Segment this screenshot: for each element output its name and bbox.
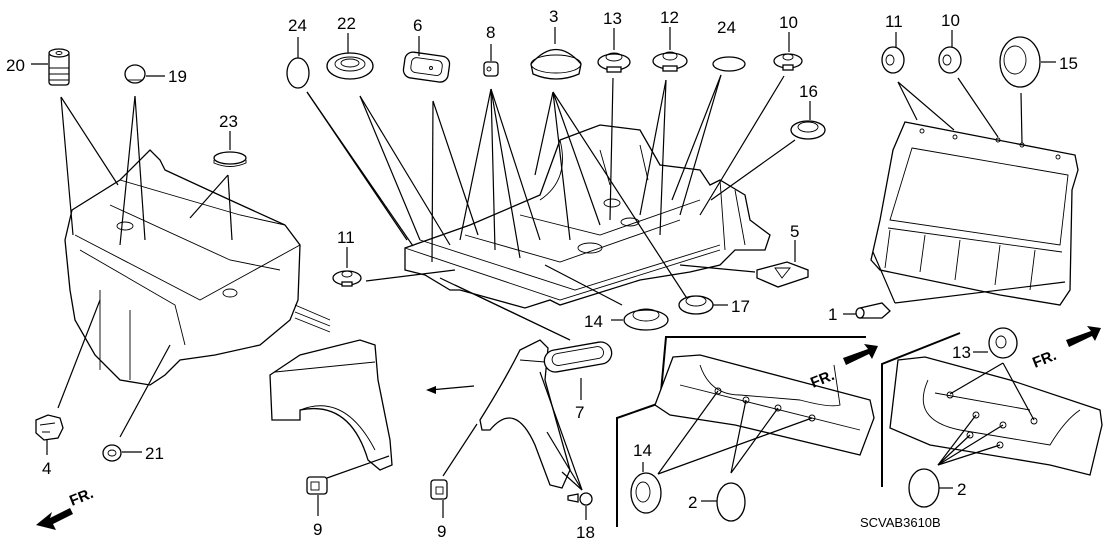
callout-12: 12	[660, 8, 679, 27]
callout-13: 13	[603, 9, 622, 28]
tailgate-frame	[870, 121, 1079, 306]
callout-9: 9	[313, 520, 322, 539]
callout-24: 24	[717, 18, 736, 37]
tailgate-inner-panel	[889, 356, 1103, 476]
part-24-seal-disc[interactable]	[286, 57, 310, 89]
part-2-seal-disc[interactable]	[716, 482, 746, 522]
callout-18: 18	[576, 523, 595, 542]
callout-11: 11	[885, 12, 903, 31]
svg-text:FR.: FR.	[67, 485, 96, 510]
callout-10: 10	[779, 13, 798, 32]
front-fender	[269, 339, 393, 471]
part-1-push-clip[interactable]	[855, 302, 891, 319]
callout-3: 3	[549, 7, 558, 26]
part-5-square-pad[interactable]	[756, 261, 809, 288]
front-direction-arrow: FR.	[808, 344, 878, 392]
callout-17: 17	[731, 297, 750, 316]
rear-panel	[654, 354, 875, 456]
callout-6: 6	[413, 16, 422, 35]
part-12-flange-grommet[interactable]	[652, 51, 688, 72]
callout-2: 2	[688, 493, 697, 512]
callout-10: 10	[941, 11, 960, 30]
svg-text:FR.: FR.	[808, 367, 837, 392]
front-bulkhead-assembly	[64, 149, 331, 386]
part-21-nut-clip[interactable]	[102, 444, 122, 462]
part-11-small-grommet[interactable]	[332, 270, 362, 287]
callout-8: 8	[486, 23, 495, 42]
part-10-small-grommet[interactable]	[938, 46, 962, 74]
part-19-bumper-stop[interactable]	[124, 64, 146, 84]
callout-13: 13	[952, 343, 971, 362]
callout-24: 24	[288, 16, 307, 35]
callout-4: 4	[42, 459, 51, 478]
callout-9: 9	[437, 522, 446, 541]
front-direction-arrow: FR.	[36, 485, 96, 530]
floor-pan-assembly	[404, 124, 771, 309]
part-20-rubber-bumper[interactable]	[48, 48, 70, 86]
part-10-small-grommet[interactable]	[773, 53, 803, 71]
svg-text:FR.: FR.	[1030, 347, 1059, 372]
callout-1: 1	[828, 305, 837, 324]
callout-14: 14	[584, 312, 603, 331]
callout-21: 21	[145, 444, 164, 463]
part-9-fender-clip[interactable]	[430, 479, 448, 500]
part-11-small-grommet[interactable]	[881, 46, 905, 74]
callout-14: 14	[633, 441, 652, 460]
callout-23: 23	[219, 112, 238, 131]
callout-11: 11	[337, 228, 355, 247]
front-direction-arrow: FR.	[1030, 326, 1101, 372]
inset-frame-tailgate	[881, 332, 961, 487]
part-6-rectangular-grommet[interactable]	[402, 51, 451, 83]
part-14-ring-grommet[interactable]	[630, 472, 662, 514]
part-17-hole-plug[interactable]	[678, 295, 714, 315]
part-4-bracket-clip[interactable]	[35, 414, 64, 441]
callout-15: 15	[1059, 54, 1078, 73]
callout-19: 19	[168, 67, 187, 86]
callout-22: 22	[337, 14, 356, 33]
part-9-fender-clip[interactable]	[306, 476, 328, 495]
callout-7: 7	[575, 403, 584, 422]
part-16-hole-plug[interactable]	[790, 120, 826, 140]
part-2-seal-disc[interactable]	[908, 468, 940, 508]
part-13-flange-grommet[interactable]	[597, 52, 631, 73]
part-22-round-grommet[interactable]	[326, 52, 374, 80]
callout-20: 20	[6, 56, 25, 75]
part-15-large-ring-grommet[interactable]	[999, 36, 1041, 88]
callout-16: 16	[799, 82, 818, 101]
diagram-code: SCVAB3610B	[860, 515, 941, 530]
part-8-square-clip[interactable]	[483, 61, 499, 77]
part-14-ring-grommet[interactable]	[623, 308, 669, 331]
part-18-screw-clip[interactable]	[567, 492, 593, 506]
part-23-cap-plug[interactable]	[213, 151, 247, 167]
callout-5: 5	[790, 222, 799, 241]
callout-2: 2	[957, 480, 966, 499]
part-24-seal-disc[interactable]	[712, 56, 746, 72]
part-7-oval-grommet[interactable]	[543, 340, 614, 373]
part-13-flange-grommet[interactable]	[988, 327, 1018, 359]
part-3-dome-plug[interactable]	[530, 49, 582, 80]
